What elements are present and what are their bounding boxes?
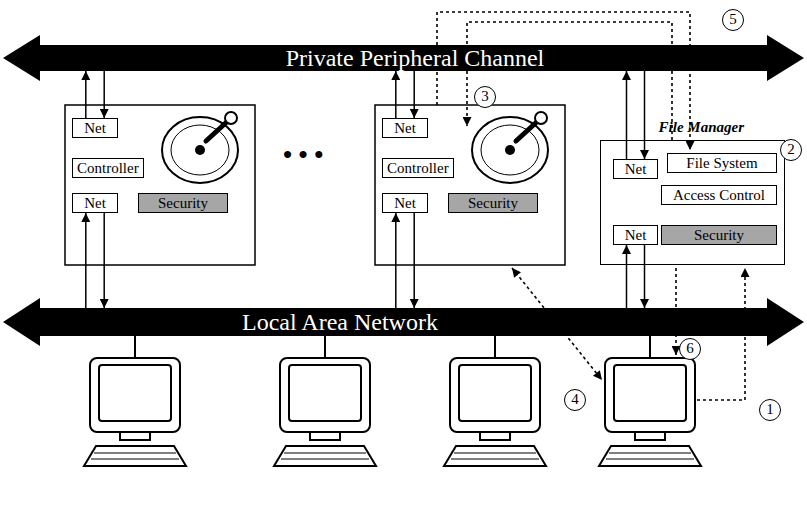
net-interface: Net — [613, 225, 658, 245]
channel-arrow — [626, 71, 628, 159]
box-label: Access Control — [666, 186, 772, 204]
lan-drops — [135, 336, 650, 358]
security-box: Security — [661, 225, 777, 245]
drive-housing — [65, 105, 255, 265]
channel-arrow — [644, 71, 646, 159]
disk-platter — [162, 112, 238, 183]
box-label: Net — [387, 119, 423, 137]
file-system-box: File System — [667, 153, 777, 173]
controller-box: Controller — [72, 158, 144, 178]
box-label: Controller — [387, 159, 449, 177]
client-computer — [444, 358, 546, 466]
net-interface: Net — [72, 193, 118, 213]
net-interface: Net — [72, 118, 118, 138]
callout-number: 3 — [474, 86, 496, 108]
channel-band: Private Peripheral Channel — [40, 45, 767, 71]
access-control-box: Access Control — [661, 185, 777, 205]
channel-arrow — [85, 71, 87, 118]
channel-arrow — [103, 71, 105, 118]
box-label: Security — [453, 194, 533, 212]
channel-arrow — [395, 71, 397, 118]
disk-platter — [472, 112, 548, 183]
ellipsis-mark: • • • — [283, 140, 323, 170]
box-label: Net — [618, 160, 653, 178]
client-computer — [84, 358, 186, 466]
callout-number: 1 — [759, 399, 781, 421]
channel-arrow — [395, 213, 397, 308]
channel-label: Local Area Network — [40, 308, 640, 336]
box-label: Security — [143, 194, 223, 212]
channel-band: Local Area Network — [40, 308, 767, 336]
box-label: Net — [618, 226, 653, 244]
controller-box: Controller — [382, 158, 454, 178]
net-interface: Net — [382, 118, 428, 138]
channel-arrow — [413, 71, 415, 118]
channel-arrow — [413, 213, 415, 308]
callout-number: 2 — [780, 139, 802, 161]
channel-arrow — [644, 245, 646, 308]
channel-label: Private Peripheral Channel — [63, 45, 767, 71]
file-manager-box: File ManagerNetFile SystemAccess Control… — [600, 140, 785, 265]
channel-arrow — [85, 213, 87, 308]
flow-arrow — [467, 22, 672, 140]
net-interface: Net — [613, 159, 658, 179]
security-box: Security — [448, 193, 538, 213]
channel-arrow — [626, 245, 628, 308]
callout-number: 6 — [679, 338, 701, 360]
security-box: Security — [138, 193, 228, 213]
net-interface: Net — [382, 193, 428, 213]
box-label: Net — [387, 194, 423, 212]
band-arrow — [3, 35, 804, 81]
client-computer — [274, 358, 376, 466]
box-label: Security — [666, 226, 772, 244]
callout-number: 5 — [722, 9, 744, 31]
client-computer — [599, 358, 701, 466]
box-heading: File Manager — [659, 119, 744, 136]
box-label: File System — [672, 154, 772, 172]
box-label: Net — [77, 194, 113, 212]
flow-arrow — [437, 12, 690, 150]
channel-arrow — [103, 213, 105, 308]
box-label: Net — [77, 119, 113, 137]
box-label: Controller — [77, 159, 139, 177]
drive-housing — [375, 105, 565, 265]
callout-number: 4 — [564, 389, 586, 411]
